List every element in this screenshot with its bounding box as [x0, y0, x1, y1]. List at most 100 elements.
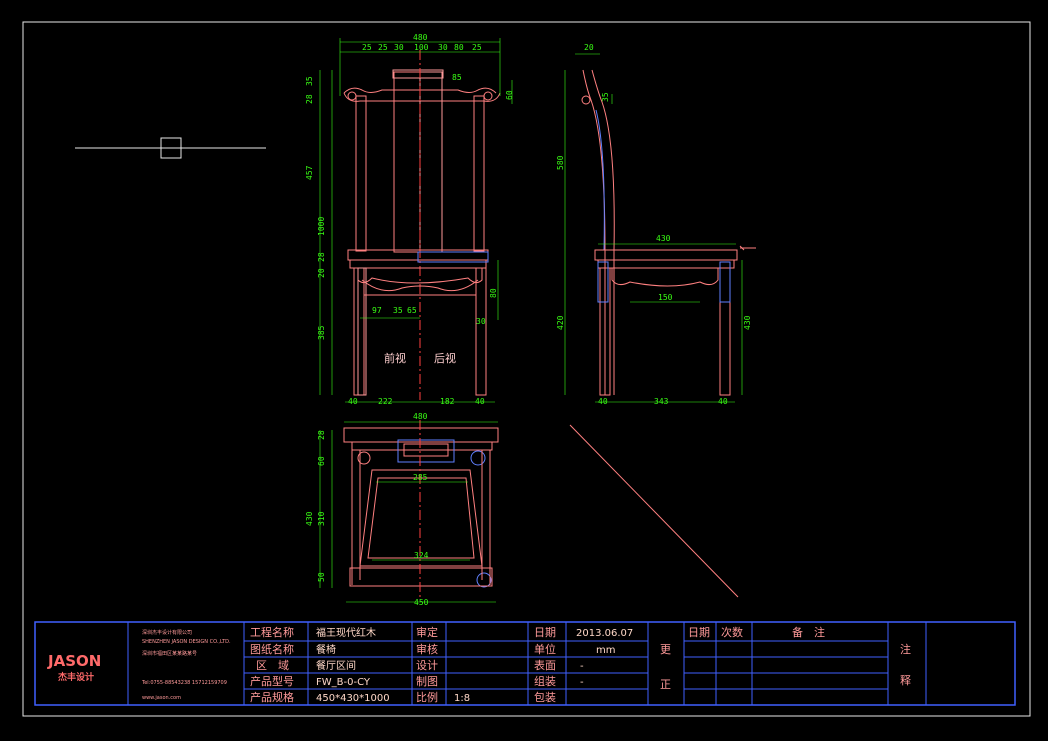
surface-label: 表面	[534, 658, 556, 672]
project-name-value: 福王现代红木	[316, 626, 376, 639]
diagonal-construction-line	[569, 424, 739, 598]
dim-right-3: 30	[476, 317, 486, 326]
company-line-3: 深圳市福田区某某路某号	[142, 650, 197, 657]
dim-side-left-2: 420	[556, 315, 565, 330]
title-block-company: JASON 杰丰设计 深圳杰丰设计有限公司 SHENZHEN JASON DES…	[47, 629, 231, 701]
inner-frame	[34, 621, 1016, 706]
dim-front-5: 30	[438, 43, 448, 52]
note-label-1: 注	[900, 642, 911, 656]
side-dim-text: 20 35 580 420 430 150 430 40 343 40	[556, 43, 752, 406]
dim-left-6: 385	[317, 325, 326, 340]
dim-front-sub: 85	[452, 73, 462, 82]
company-line-4: Tel:0755-88543238 15712159709	[141, 680, 227, 686]
dim-plan-left-2: 60	[317, 456, 326, 466]
dim-front-6: 80	[454, 43, 464, 52]
dim-plan-left-1: 28	[317, 430, 326, 440]
title-block-grid	[127, 622, 927, 705]
dim-side-bottom-1: 40	[598, 397, 608, 406]
dim-plan-left-4: 310	[317, 511, 326, 526]
dim-plan-inner-bottom: 324	[414, 551, 429, 560]
front-dimensions	[319, 38, 513, 403]
assembly-value: -	[580, 677, 584, 688]
spec-label: 产品规格	[250, 690, 294, 704]
date-label: 日期	[534, 626, 556, 639]
review-label: 审核	[416, 642, 438, 656]
dim-front-4: 100	[414, 43, 429, 52]
dim-front-7: 25	[472, 43, 482, 52]
plan-dim-text: 480 28 60 430 310 50 285 324 450	[305, 412, 429, 607]
dim-plan-top: 480	[413, 412, 428, 421]
dim-side-stretcher: 150	[658, 293, 673, 302]
dim-side-bottom-3: 40	[718, 397, 728, 406]
dim-side-top: 20	[584, 43, 594, 52]
surface-value: -	[580, 661, 584, 672]
drawing-name-label: 图纸名称	[250, 642, 294, 656]
company-logo-subtitle: 杰丰设计	[58, 671, 94, 683]
dim-bottom-4: 40	[475, 397, 485, 406]
dim-side-sub: 35	[601, 92, 610, 102]
draft-label: 制图	[416, 675, 438, 688]
company-line-1: 深圳杰丰设计有限公司	[142, 629, 192, 636]
dim-plan-inner-top: 285	[413, 473, 428, 482]
revision-count-label: 次数	[721, 625, 743, 639]
dim-side-left-1: 580	[556, 155, 565, 170]
dim-left-4: 28	[317, 252, 326, 262]
design-label: 设计	[416, 659, 438, 672]
company-line-5: www.jason.com	[142, 695, 181, 701]
unit-label: 单位	[534, 642, 556, 656]
title-block-fields: 工程名称 福王现代红木 图纸名称 餐椅 区 域 餐厅区间 产品型号 FW_B-0…	[250, 625, 911, 704]
area-label: 区 域	[256, 659, 289, 672]
dim-bottom-1: 40	[348, 397, 358, 406]
package-label: 包装	[534, 691, 556, 704]
outer-frame	[22, 21, 1031, 717]
dim-right-2: 80	[489, 288, 498, 298]
dim-mid-2: 35	[393, 306, 403, 315]
side-dimensions	[564, 53, 743, 403]
section-marker	[75, 137, 266, 159]
dim-left-2: 28	[305, 94, 314, 104]
area-value: 餐厅区间	[316, 659, 356, 672]
assembly-label: 组装	[534, 674, 556, 688]
dim-plan-left-5: 50	[317, 572, 326, 582]
plan-view	[343, 420, 499, 600]
dim-bottom-3: 182	[440, 397, 455, 406]
dim-mid-1: 97	[372, 306, 382, 315]
dim-front-2: 25	[378, 43, 388, 52]
revision-date-label: 日期	[688, 626, 710, 639]
dim-right-1: 60	[505, 90, 514, 100]
project-name-label: 工程名称	[250, 625, 294, 639]
dim-left-1: 35	[305, 76, 314, 86]
scale-value: 1:8	[454, 693, 470, 704]
company-line-2: SHENZHEN JASON DESIGN CO.,LTD.	[142, 639, 231, 645]
change-label-1: 更	[660, 643, 671, 656]
dim-front-1: 25	[362, 43, 372, 52]
side-view	[581, 69, 756, 396]
date-value: 2013.06.07	[576, 628, 633, 639]
dim-plan-left-3: 430	[305, 511, 314, 526]
dim-mid-3: 65	[407, 306, 417, 315]
dim-plan-bottom: 450	[414, 598, 429, 607]
dim-side-seat: 430	[656, 234, 671, 243]
scale-label: 比例	[416, 690, 438, 704]
dim-left-3: 457	[305, 165, 314, 180]
front-view	[343, 50, 501, 400]
front-view-label: 前视	[384, 351, 406, 365]
dim-front-width: 480	[413, 33, 428, 42]
dim-front-3: 30	[394, 43, 404, 52]
back-view-label: 后视	[434, 351, 456, 365]
model-value: FW_B-0-CY	[316, 677, 371, 688]
drawing-name-value: 餐椅	[316, 643, 336, 656]
model-label: 产品型号	[250, 674, 294, 688]
dim-side-bottom-2: 343	[654, 397, 669, 406]
front-dim-text: 480 25 25 30 100 30 80 25 85 35 28 457 1…	[305, 33, 514, 406]
approve-label: 审定	[416, 625, 438, 639]
plan-dimensions	[319, 421, 498, 603]
dim-left-total: 1000	[317, 217, 326, 236]
revision-note-label: 备 注	[792, 625, 825, 639]
dim-side-right: 430	[743, 315, 752, 330]
dim-bottom-2: 222	[378, 397, 393, 406]
note-label-2: 释	[900, 674, 911, 687]
spec-value: 450*430*1000	[316, 693, 390, 704]
change-label-2: 正	[660, 678, 671, 691]
